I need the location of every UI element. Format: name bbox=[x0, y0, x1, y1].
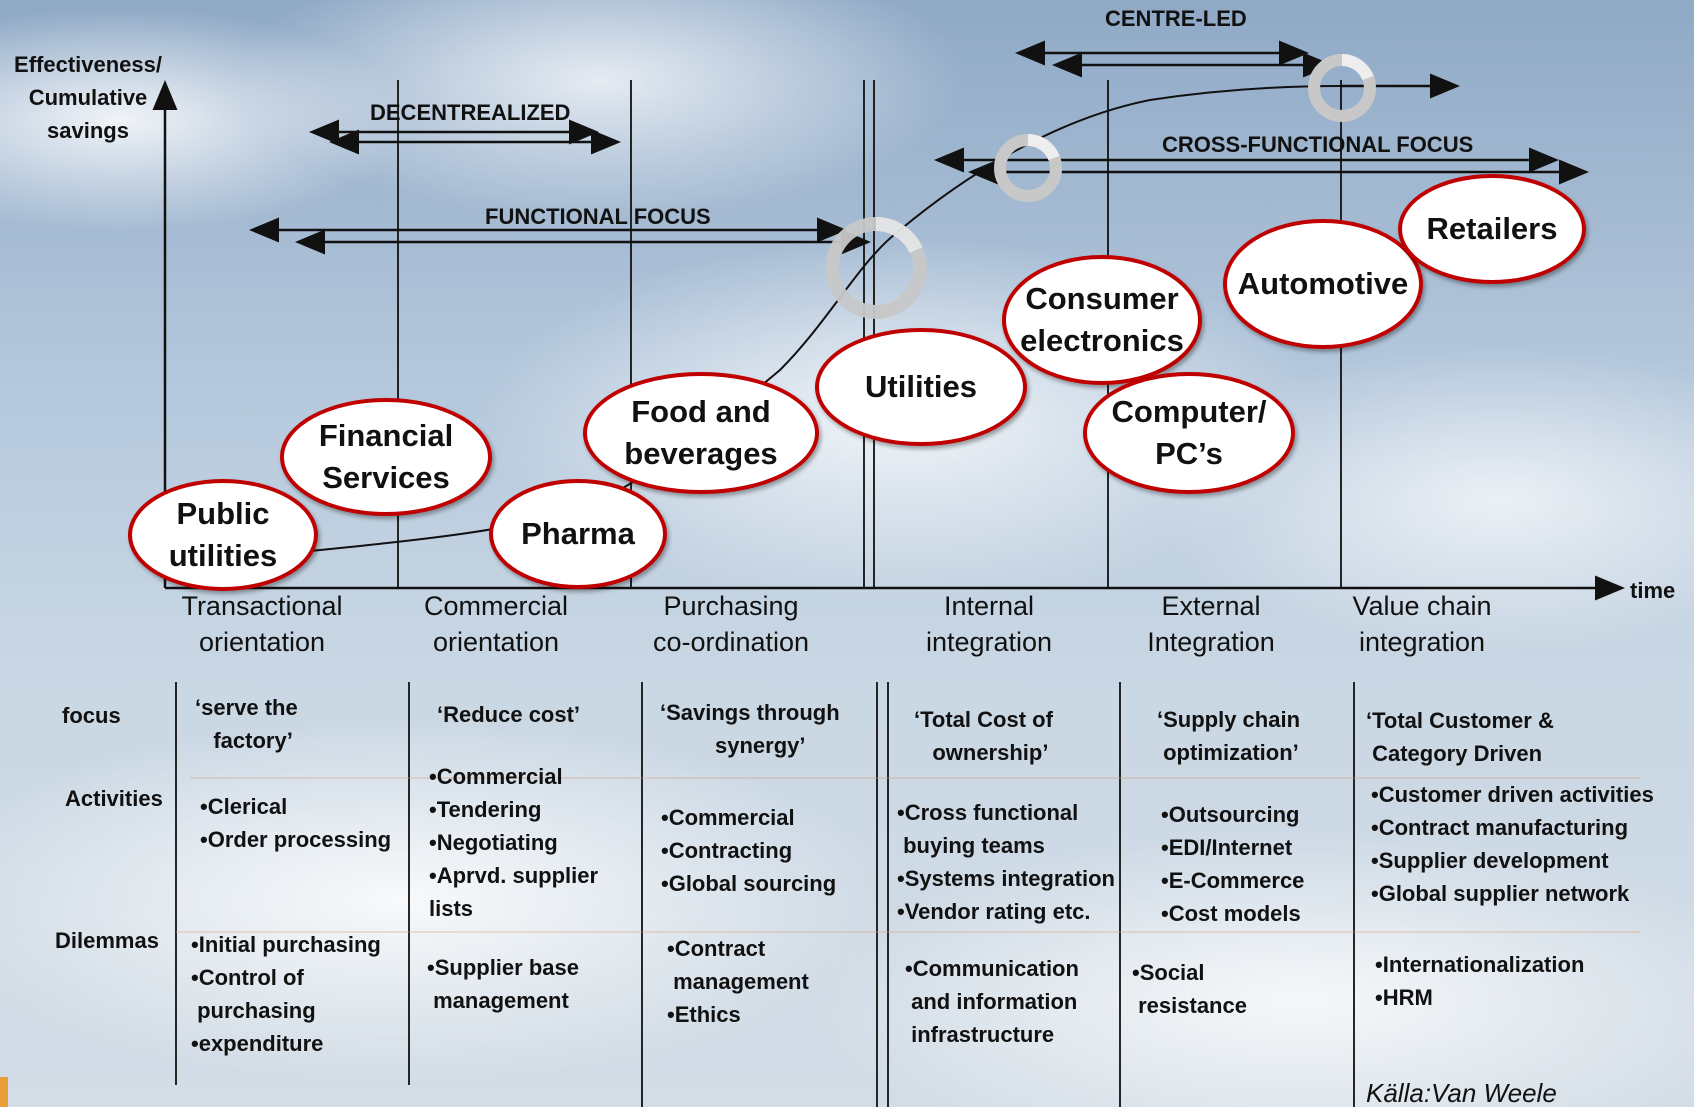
industry-label: Financial Services bbox=[318, 418, 454, 495]
table-dividers bbox=[175, 682, 1355, 1107]
industry-ellipse-automotive: Automotive bbox=[1223, 219, 1423, 349]
dilemmas-cell: •Communication and information infrastru… bbox=[905, 956, 1079, 1047]
source-citation: Källa:Van Weele bbox=[1366, 1078, 1557, 1108]
stage-label: External Integration bbox=[1147, 591, 1275, 657]
stage-label: Commercial orientation bbox=[423, 591, 569, 657]
industry-label: Food and beverages bbox=[624, 394, 778, 471]
activities-cell: •Cross functional buying teams •Systems … bbox=[897, 800, 1115, 924]
industry-label: Pharma bbox=[521, 516, 635, 551]
industry-ellipse-food-beverages: Food and beverages bbox=[583, 372, 819, 494]
stage-label: Transactional orientation bbox=[181, 591, 343, 657]
activities-cell: •Outsourcing •EDI/Internet •E-Commerce •… bbox=[1161, 802, 1305, 926]
dilemmas-cell: •Internationalization •HRM bbox=[1375, 952, 1585, 1010]
row-label-activities: Activities bbox=[65, 786, 163, 811]
focus-cell: ‘serve the factory’ bbox=[195, 695, 298, 753]
industry-ellipse-pharma: Pharma bbox=[489, 479, 667, 589]
focus-cell: ‘Savings through synergy’ bbox=[660, 700, 840, 758]
dilemmas-cell: •Supplier base management bbox=[427, 955, 579, 1013]
dilemmas-cell: •Contract management •Ethics bbox=[667, 936, 809, 1027]
industry-ellipse-public-utilities: Public utilities bbox=[128, 479, 318, 591]
row-separators bbox=[176, 777, 1640, 933]
activities-cell: •Commercial •Tendering •Negotiating •Apr… bbox=[429, 764, 599, 921]
row-label-focus: focus bbox=[62, 703, 121, 728]
activities-cell: •Commercial •Contracting •Global sourcin… bbox=[661, 805, 837, 896]
row-label-dilemmas: Dilemmas bbox=[55, 928, 159, 953]
focus-cell: ‘Reduce cost’ bbox=[437, 702, 581, 727]
stage-label: Value chain integration bbox=[1352, 591, 1492, 657]
industry-ellipse-consumer-electronics: Consumer electronics bbox=[1002, 255, 1202, 385]
industry-label: Automotive bbox=[1237, 266, 1409, 301]
decentralized-label: DECENTREALIZED bbox=[370, 100, 571, 125]
cycle-icon-3 bbox=[1308, 54, 1376, 122]
cycle-icon-1 bbox=[825, 217, 927, 319]
corner-accent bbox=[0, 1077, 8, 1107]
focus-cell: ‘Total Cost of ownership’ bbox=[914, 707, 1053, 765]
x-axis-label: time bbox=[1630, 578, 1676, 603]
cross-functional-label: CROSS-FUNCTIONAL FOCUS bbox=[1162, 132, 1474, 157]
y-axis-label: Effectiveness/ Cumulative savings bbox=[14, 52, 162, 143]
industry-label: Computer/ PC’s bbox=[1111, 394, 1267, 471]
focus-cell: ‘Supply chain optimization’ bbox=[1157, 707, 1301, 765]
stage-label: Internal integration bbox=[925, 591, 1053, 657]
stage-label: Purchasing co-ordination bbox=[652, 591, 810, 657]
activities-cell: •Customer driven activities •Contract ma… bbox=[1371, 782, 1654, 906]
functional-focus-label: FUNCTIONAL FOCUS bbox=[485, 204, 711, 229]
industry-label: Retailers bbox=[1426, 211, 1558, 246]
industry-ellipse-utilities: Utilities bbox=[815, 328, 1027, 446]
focus-cell: ‘Total Customer & Category Driven bbox=[1366, 708, 1554, 766]
dilemmas-cell: •Initial purchasing •Control of purchasi… bbox=[191, 932, 381, 1056]
industry-label: Consumer electronics bbox=[1020, 281, 1184, 358]
industry-ellipse-retailers: Retailers bbox=[1398, 174, 1586, 284]
cycle-icon-2 bbox=[994, 134, 1062, 202]
centre-led-label: CENTRE-LED bbox=[1105, 6, 1247, 31]
industry-label: Public utilities bbox=[168, 496, 278, 573]
dilemmas-cell: •Social resistance bbox=[1132, 960, 1247, 1018]
industry-label: Utilities bbox=[865, 369, 977, 404]
activities-cell: •Clerical •Order processing bbox=[200, 794, 392, 852]
industry-ellipse-computer-pcs: Computer/ PC’s bbox=[1083, 372, 1295, 494]
industry-ellipse-financial-services: Financial Services bbox=[280, 398, 492, 516]
